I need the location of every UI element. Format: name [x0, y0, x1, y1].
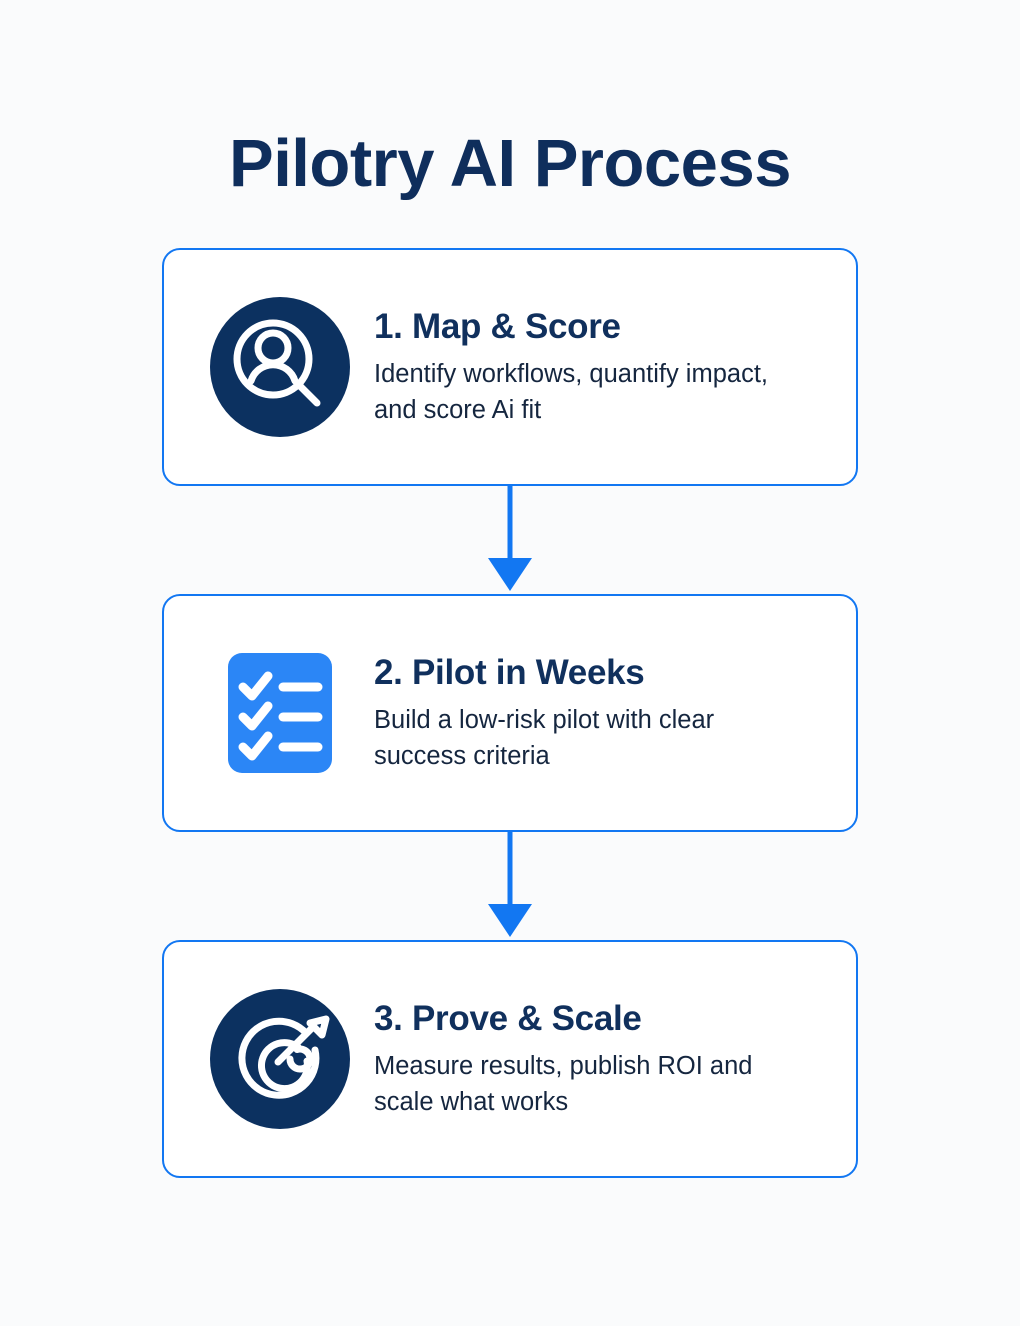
step-description-2: Build a low-risk pilot with clear succes…	[374, 706, 715, 771]
step-text-3: 3. Prove & Scale Measure results, publis…	[374, 998, 828, 1121]
page-title: Pilotry AI Process	[229, 125, 791, 201]
arrow-step1-to-step2	[162, 486, 858, 594]
step-description-1: Identify workflows, quantify impact, and…	[374, 360, 768, 425]
step-card-1[interactable]: 1. Map & Score Identify workflows, quant…	[162, 248, 858, 486]
magnifier-person-icon	[210, 297, 350, 437]
step-text-1: 1. Map & Score Identify workflows, quant…	[374, 306, 828, 429]
step-heading-3: 3. Prove & Scale	[374, 998, 642, 1038]
checklist-icon	[210, 643, 350, 783]
target-arrow-icon	[210, 989, 350, 1129]
step-text-2: 2. Pilot in Weeks Build a low-risk pilot…	[374, 652, 828, 775]
step-description-3: Measure results, publish ROI and scale w…	[374, 1052, 753, 1117]
step-heading-1: 1. Map & Score	[374, 306, 621, 346]
process-flow: 1. Map & Score Identify workflows, quant…	[162, 248, 858, 1178]
step-heading-2: 2. Pilot in Weeks	[374, 652, 645, 692]
step-card-2[interactable]: 2. Pilot in Weeks Build a low-risk pilot…	[162, 594, 858, 832]
step-card-3[interactable]: 3. Prove & Scale Measure results, publis…	[162, 940, 858, 1178]
arrow-step2-to-step3	[162, 832, 858, 940]
